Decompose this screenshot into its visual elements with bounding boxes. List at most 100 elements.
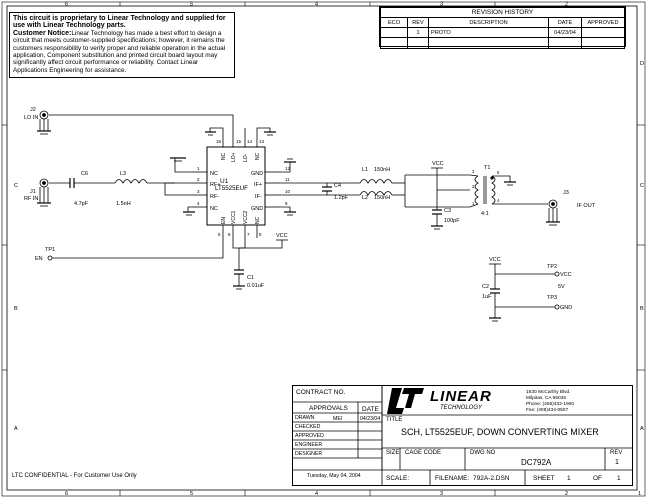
c2-value: 1uF (482, 294, 492, 300)
rev-col-description: DESCRIPTION (428, 17, 549, 28)
zone-6-bottom: 6 (65, 491, 68, 497)
j1-ref: J1 (30, 189, 36, 195)
pin-left-2-name: RF+ (210, 182, 221, 188)
pin-top-14-num: 14 (247, 139, 253, 144)
c3-ref: C3 (444, 208, 451, 214)
j3-ref: J3 (563, 190, 569, 196)
dwg-number: DC792A (521, 458, 552, 467)
pin-bottom-6-num: 6 (228, 232, 231, 237)
rev-row-description: PROTO (428, 27, 549, 38)
title-label: TITLE (386, 417, 403, 423)
t1-ref: T1 (484, 165, 490, 171)
linear-logo-icon (387, 388, 424, 414)
zone-4-top: 4 (315, 2, 318, 8)
pin-bottom-5-name: EN (221, 217, 227, 224)
pin-top-13-num: 13 (259, 139, 265, 144)
c4-value: 1.2pF (334, 195, 349, 201)
tp3-ref: TP3 (547, 295, 557, 301)
j2-label: LO IN (24, 115, 38, 121)
approved-label: APPROVED (295, 433, 324, 439)
zone-6-top: 6 (65, 2, 68, 8)
pin-right-9-name: GND (251, 206, 263, 212)
rev-col-date: DATE (548, 17, 582, 28)
address-2: Milpitas, CA 95035 (526, 396, 566, 401)
c1-ref: C1 (247, 275, 254, 281)
ic-u1 (206, 146, 266, 226)
zone-d-right: D (640, 61, 644, 67)
approvals-label: APPROVALS (309, 405, 348, 412)
pin-top-13-name: NC (255, 152, 261, 160)
rev-col-rev: REV (407, 17, 429, 28)
checked-label: CHECKED (295, 424, 321, 430)
zone-3-bottom: 3 (440, 491, 443, 497)
pin-left-4-name: NC (210, 206, 218, 212)
sheet-value: 1 (567, 475, 571, 482)
pin-bottom-6-name: VCC1 (231, 210, 237, 224)
pin-bottom-8-name: NC (255, 216, 261, 224)
pin-top-14-name: LO- (243, 153, 249, 162)
notice-heading: Customer Notice: (13, 29, 72, 37)
rev-col-eco: ECO (380, 17, 408, 28)
pin-bottom-5-num: 5 (218, 232, 221, 237)
zone-a-left: A (14, 426, 18, 432)
logo-subtext: TECHNOLOGY (440, 405, 483, 411)
en-label: EN (35, 256, 43, 262)
pin-right-11-num: 11 (285, 177, 290, 182)
t1-pin-3: 3 (472, 169, 475, 174)
tp2-value: 5V (558, 284, 565, 290)
address-1: 1630 McCarthy Blvd. (526, 390, 571, 395)
c6-ref: C6 (81, 171, 88, 177)
pin-right-12-num: 12 (285, 166, 291, 171)
date-label: DATE (362, 406, 379, 413)
t1-pin-4: 4 (497, 198, 500, 203)
drawn-by: MEI (333, 416, 343, 422)
of-label: OF (593, 475, 603, 482)
pin-right-12-name: GND (251, 171, 263, 177)
pin-top-15-name: LO+ (231, 152, 237, 162)
zone-a-right: A (640, 426, 644, 432)
l1-value: 150nH (374, 167, 390, 173)
pin-left-1-num: 1 (197, 166, 200, 171)
l3-value: 1.5nH (116, 201, 131, 207)
fax: Fax: (408)434-0507 (526, 408, 569, 413)
pin-bottom-7-num: 7 (247, 232, 250, 237)
zone-2-bottom: 2 (565, 491, 568, 497)
pin-top-16-name: NC (221, 152, 227, 160)
drawn-date: 04/23/04 (360, 416, 381, 422)
filename-value: 792A-2.DSN (473, 475, 510, 482)
zone-b-left: B (14, 306, 18, 312)
rev-label: REV (610, 450, 623, 456)
c1-value: 0.01uF (247, 283, 265, 289)
inner-border (6, 5, 638, 491)
sheet-label: SHEET (533, 475, 555, 482)
t1-ratio: 4:1 (481, 211, 489, 217)
vcc-label-c2: VCC (489, 257, 501, 263)
scale-label: SCALE: (386, 475, 410, 482)
c2-ref: C2 (482, 284, 489, 290)
pin-left-1-name: NC (210, 171, 218, 177)
pin-right-10-name: IF- (255, 194, 262, 200)
t1-pin-6: 6 (497, 170, 500, 175)
pin-right-9-num: 9 (285, 201, 288, 206)
j2-ref: J2 (30, 107, 36, 113)
engineer-label: ENGINEER (295, 442, 323, 448)
contract-label: CONTRACT NO. (296, 389, 346, 396)
tp1-ref: TP1 (45, 247, 55, 253)
of-value: 1 (617, 475, 621, 482)
rev-value: 1 (615, 459, 619, 466)
revision-history: REVISION HISTORY ECO REV DESCRIPTION DAT… (379, 6, 626, 49)
logo-text: LINEAR (430, 388, 492, 405)
customer-notice-box: This circuit is proprietary to Linear Te… (9, 12, 235, 78)
vcc-label-ic: VCC (276, 233, 288, 239)
pin-right-10-num: 10 (285, 189, 291, 194)
pin-left-3-num: 3 (197, 189, 200, 194)
ic-ref-label: U1 (220, 178, 229, 185)
zone-b-right: B (640, 306, 644, 312)
phone: Phone: (408)432-1900 (526, 402, 575, 407)
dwg-label: DWG NO (470, 450, 496, 456)
pin-left-4-num: 4 (197, 201, 200, 206)
c4-ref: C4 (334, 183, 341, 189)
notice-proprietary: This circuit is proprietary to Linear Te… (13, 15, 226, 30)
